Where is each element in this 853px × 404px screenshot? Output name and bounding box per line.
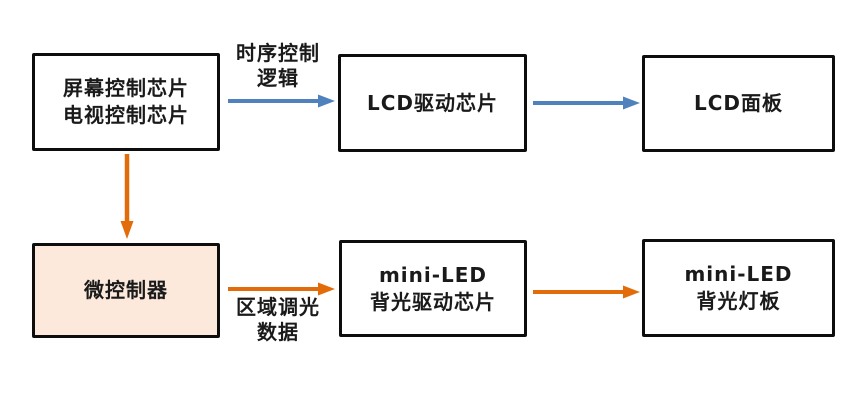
node-label-line: 屏幕控制芯片: [63, 76, 189, 100]
edge-label-timing-control-logic: 时序控制 逻辑: [226, 41, 330, 91]
node-miniled-backlight-driver-chip: mini-LED 背光驱动芯片: [339, 240, 527, 337]
edge-label-line: 数据: [257, 320, 299, 344]
arrow-head-icon: [623, 96, 640, 110]
arrow-mcu-to-miniled-driver: [228, 282, 335, 296]
arrow-screen-to-mcu: [120, 154, 134, 239]
arrow-head-icon: [318, 94, 335, 108]
arrow-head-icon: [318, 282, 335, 296]
node-label-line: LCD面板: [693, 91, 784, 115]
node-microcontroller: 微控制器: [32, 243, 220, 338]
arrow-screen-to-lcd-driver: [228, 94, 335, 108]
node-label-line: mini-LED: [684, 262, 793, 286]
arrow-head-icon: [120, 221, 134, 239]
node-label-line: 电视控制芯片: [63, 103, 189, 127]
node-label-line: mini-LED: [378, 262, 488, 287]
node-miniled-backlight-board: mini-LED 背光灯板: [642, 239, 835, 337]
edge-label-line: 逻辑: [257, 66, 299, 90]
edge-label-line: 时序控制: [236, 41, 320, 65]
node-lcd-panel: LCD面板: [642, 55, 835, 152]
node-label-line: LCD驱动芯片: [366, 90, 499, 115]
node-label-line: 微控制器: [84, 278, 168, 302]
arrow-head-icon: [623, 285, 640, 299]
edge-label-local-dimming-data: 区域调光 数据: [226, 295, 330, 345]
edge-label-line: 区域调光: [236, 295, 320, 319]
node-label-line: 背光灯板: [696, 289, 781, 313]
arrow-miniled-driver-to-board: [533, 285, 640, 299]
node-lcd-driver-chip: LCD驱动芯片: [338, 54, 527, 152]
arrow-lcd-driver-to-panel: [533, 96, 640, 110]
node-label-line: 背光驱动芯片: [370, 289, 496, 314]
node-screen-tv-control-chip: 屏幕控制芯片 电视控制芯片: [32, 53, 220, 151]
